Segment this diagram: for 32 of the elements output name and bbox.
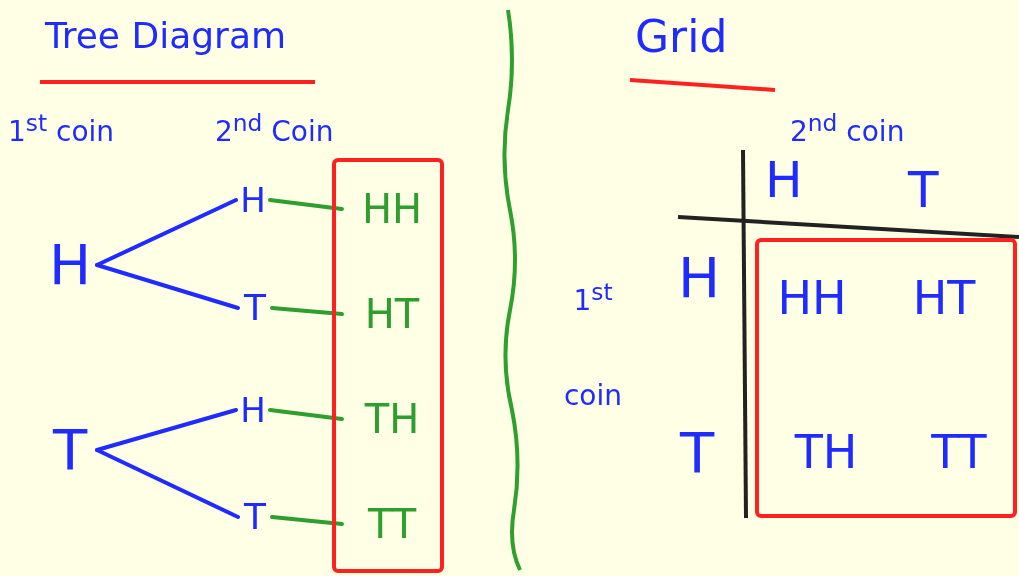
tree-branch <box>95 263 240 310</box>
outcome-text: TT <box>344 499 440 549</box>
outcome-frame <box>755 238 1017 518</box>
tree-branch <box>95 448 240 519</box>
tree-branch <box>95 408 238 452</box>
row-header: T <box>680 425 715 481</box>
column-header: T <box>908 165 939 215</box>
outcome-text: TH <box>344 394 440 444</box>
outcome-text: HH <box>767 270 857 326</box>
outcome-text: HT <box>344 289 440 339</box>
axis-label: 1$^{st}$ coin <box>8 112 115 147</box>
coin-result: H <box>238 390 268 430</box>
coin-result: T <box>240 288 270 328</box>
outcome-frame <box>332 158 444 573</box>
outcome-text: TT <box>914 424 1004 480</box>
column-header: H <box>765 155 803 205</box>
dash-connector <box>268 408 344 421</box>
heading: Tree Diagram <box>45 18 286 54</box>
outcome-text: HH <box>344 184 440 234</box>
coin-result: H <box>45 235 95 295</box>
row-header: H <box>678 250 721 306</box>
coin-result: H <box>238 180 268 220</box>
outcome-text: TH <box>781 424 871 480</box>
tree-branch <box>95 198 238 267</box>
coin-result: T <box>45 420 95 480</box>
axis-label: 2$^{nd}$ coin <box>790 112 905 147</box>
axis-label: 2$^{nd}$ Coin <box>215 112 334 147</box>
heading: Grid <box>635 15 728 59</box>
dash-connector <box>268 198 344 211</box>
axis-label: 1$^{st}$ coin <box>562 277 624 415</box>
coin-result: T <box>240 497 270 537</box>
outcome-text: HT <box>899 270 989 326</box>
